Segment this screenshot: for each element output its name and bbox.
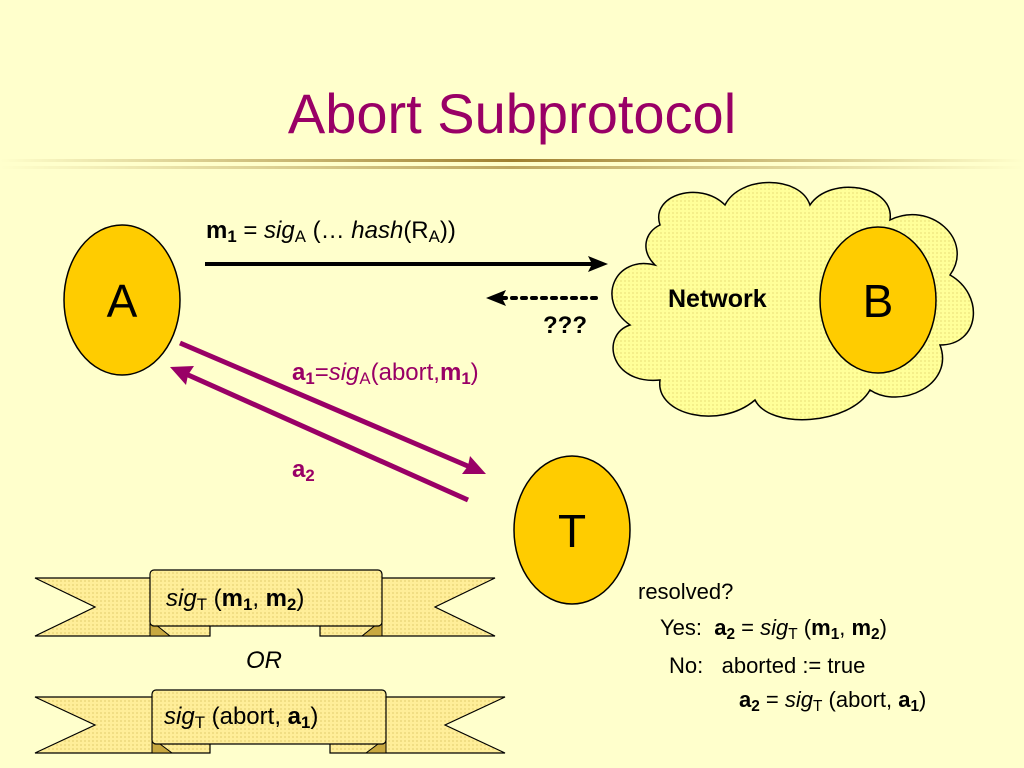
message-a2: a2 [292,456,315,486]
slide-title: Abort Subprotocol [287,82,737,145]
resolved-no-line: No: aborted := true [669,653,866,678]
node-a-circle [63,224,181,376]
unknown-response-label: ??? [543,312,587,339]
arrow-m1 [205,256,608,272]
or-label: OR [246,647,282,674]
node-b-circle [819,226,937,374]
title-divider [0,159,1024,169]
message-m1: m1 = sigA (… hash(RA)) [206,217,456,247]
arrow-a1 [179,340,486,474]
resolved-yes-line: Yes: a2 = sigT (m1, m2) [660,615,887,643]
node-t-label: T [557,505,587,557]
arrow-unknown-response [486,290,598,306]
resolved-no-result: a2 = sigT (abort, a1) [739,687,927,715]
network-label: Network [668,285,767,313]
arrow-a2 [170,366,470,503]
resolved-question: resolved? [638,579,734,604]
node-t-circle [513,455,631,605]
banner-top [34,569,496,637]
banner-top-text: sigT (m1, m2) [166,585,305,615]
message-a1: a1=sigA(abort,m1) [292,359,479,389]
node-b-label: B [862,275,894,327]
node-a-label: A [106,275,138,327]
banner-bottom [34,689,506,754]
banner-bottom-text: sigT (abort, a1) [164,703,319,733]
